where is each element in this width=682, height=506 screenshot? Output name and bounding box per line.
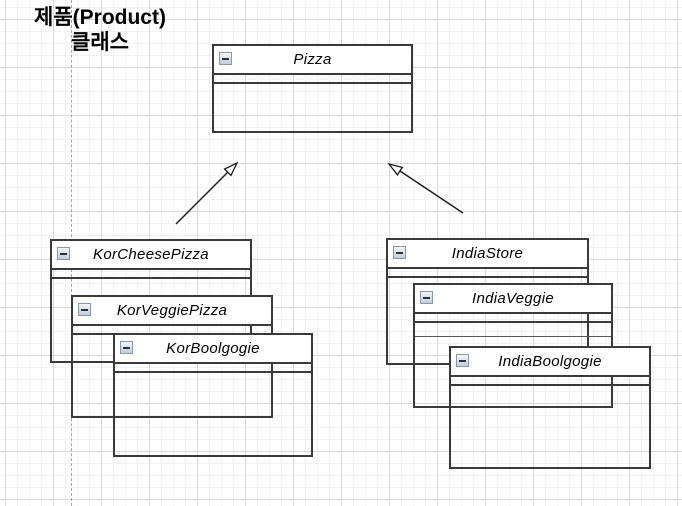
collapse-button[interactable] xyxy=(78,303,91,316)
generalization-arrow-right[interactable] xyxy=(387,162,464,214)
minus-icon xyxy=(396,251,403,254)
class-name: Pizza xyxy=(293,51,332,68)
collapse-button[interactable] xyxy=(393,246,406,259)
class-indiaveggie[interactable]: IndiaVeggie xyxy=(413,283,613,408)
class-name: KorBoolgogie xyxy=(166,340,260,357)
diagram-annotation: 제품(Product) 클래스 xyxy=(10,5,190,55)
collapse-button[interactable] xyxy=(456,354,469,367)
class-title-bar: IndiaStore xyxy=(388,240,587,269)
attributes-compartment xyxy=(388,269,587,278)
operations-compartment xyxy=(214,84,411,131)
annotation-line1: 제품(Product) xyxy=(34,6,166,29)
operations-separator xyxy=(415,323,611,337)
attributes-compartment xyxy=(415,314,611,323)
class-name: KorCheesePizza xyxy=(93,246,209,263)
minus-icon xyxy=(123,346,130,349)
class-name: KorVeggiePizza xyxy=(116,302,228,319)
operations-compartment xyxy=(451,386,649,467)
attributes-compartment xyxy=(451,377,649,386)
class-title-bar: KorCheesePizza xyxy=(52,241,250,270)
collapse-button[interactable] xyxy=(420,291,433,304)
attributes-compartment xyxy=(214,75,411,84)
minus-icon xyxy=(81,308,88,311)
class-name: IndiaStore xyxy=(451,245,524,262)
class-title-bar: Pizza xyxy=(214,46,411,75)
collapse-button[interactable] xyxy=(120,341,133,354)
class-name: IndiaBoolgogie xyxy=(498,353,602,370)
minus-icon xyxy=(222,57,229,60)
class-korboolgogie[interactable]: KorBoolgogie xyxy=(113,333,313,457)
class-title-bar: KorBoolgogie xyxy=(115,335,311,364)
class-name: IndiaVeggie xyxy=(472,290,554,307)
minus-icon xyxy=(423,296,430,299)
class-title-bar: IndiaVeggie xyxy=(415,285,611,314)
minus-icon xyxy=(60,252,67,255)
minus-icon xyxy=(459,359,466,362)
class-indiaboolgogie[interactable]: IndiaBoolgogie xyxy=(449,346,651,469)
class-title-bar: KorVeggiePizza xyxy=(73,297,271,326)
collapse-button[interactable] xyxy=(219,52,232,65)
attributes-compartment xyxy=(115,364,311,373)
class-title-bar: IndiaBoolgogie xyxy=(451,348,649,377)
collapse-button[interactable] xyxy=(57,247,70,260)
operations-compartment xyxy=(115,373,311,455)
attributes-compartment xyxy=(52,270,250,279)
class-pizza[interactable]: Pizza xyxy=(212,44,413,133)
annotation-line2: 클래스 xyxy=(71,31,129,54)
generalization-arrow-left[interactable] xyxy=(175,161,239,225)
